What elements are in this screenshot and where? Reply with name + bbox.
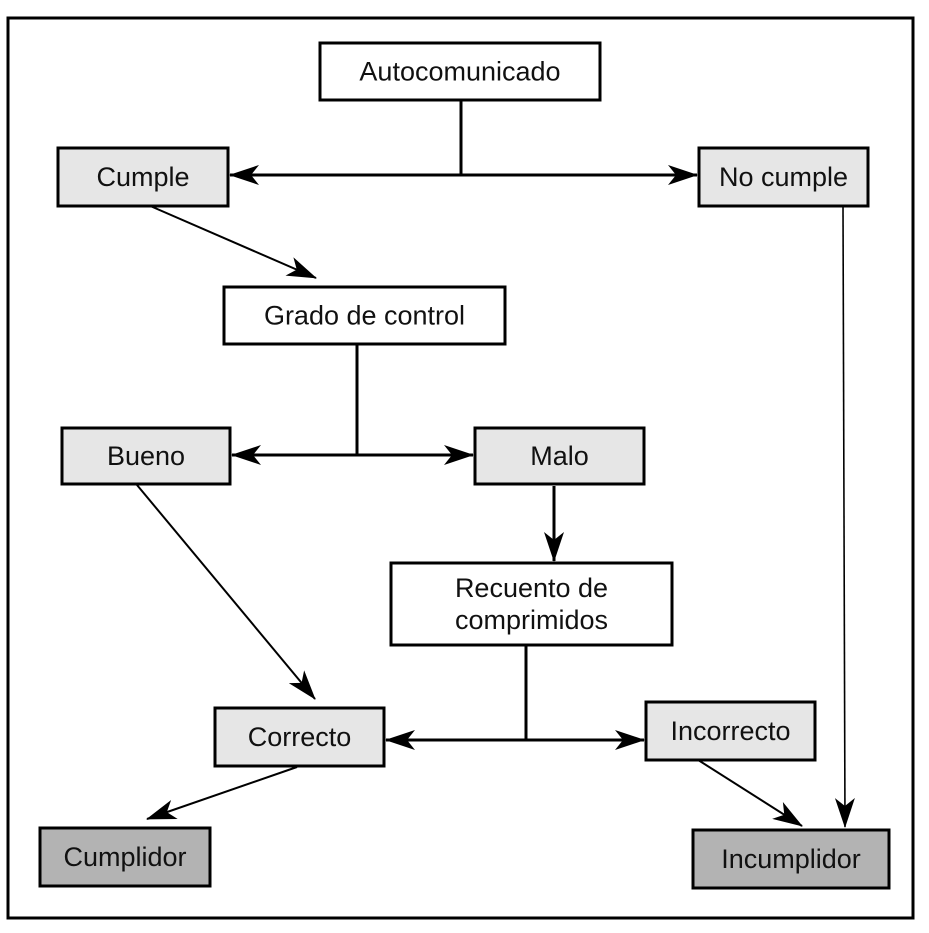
node-malo: Malo <box>473 426 646 486</box>
node-label: Cumplidor <box>63 842 186 872</box>
node-label: Cumple <box>96 162 189 192</box>
node-label: comprimidos <box>455 605 608 635</box>
node-label: Correcto <box>248 722 352 752</box>
node-box <box>38 826 212 888</box>
node-box <box>691 828 891 890</box>
node-correcto: Correcto <box>213 706 386 768</box>
node-box <box>644 700 817 762</box>
edge-cumple-grado-control <box>147 204 317 279</box>
node-box <box>213 706 386 768</box>
node-bueno: Bueno <box>60 426 232 486</box>
edge-correcto-cumplidor <box>146 766 298 820</box>
node-label: Grado de control <box>264 301 465 331</box>
node-box <box>389 561 674 647</box>
node-box <box>318 41 602 102</box>
edge-no-cumple-incumplidor <box>834 205 855 828</box>
node-label: No cumple <box>719 162 848 192</box>
node-label: Recuento de <box>455 573 608 603</box>
edge-incorrecto-incumplidor <box>694 757 803 827</box>
node-box <box>473 426 646 486</box>
node-box <box>222 285 507 346</box>
node-incorrecto: Incorrecto <box>644 700 817 762</box>
node-cumple: Cumple <box>56 146 230 208</box>
node-label: Autocomunicado <box>359 57 560 87</box>
node-no-cumple: No cumple <box>697 146 870 208</box>
node-box <box>60 426 232 486</box>
node-label: Malo <box>530 441 589 471</box>
node-autocomunicado: Autocomunicado <box>318 41 602 102</box>
node-incumplidor: Incumplidor <box>691 828 891 890</box>
node-label: Incorrecto <box>670 716 790 746</box>
node-box <box>697 146 870 208</box>
node-cumplidor: Cumplidor <box>38 826 212 888</box>
node-box <box>56 146 230 208</box>
node-grado-control: Grado de control <box>222 285 507 346</box>
diagram-frame <box>6 16 915 920</box>
node-label: Bueno <box>107 441 185 471</box>
node-label: Incumplidor <box>721 844 861 874</box>
edge-bueno-correcto <box>136 484 316 700</box>
